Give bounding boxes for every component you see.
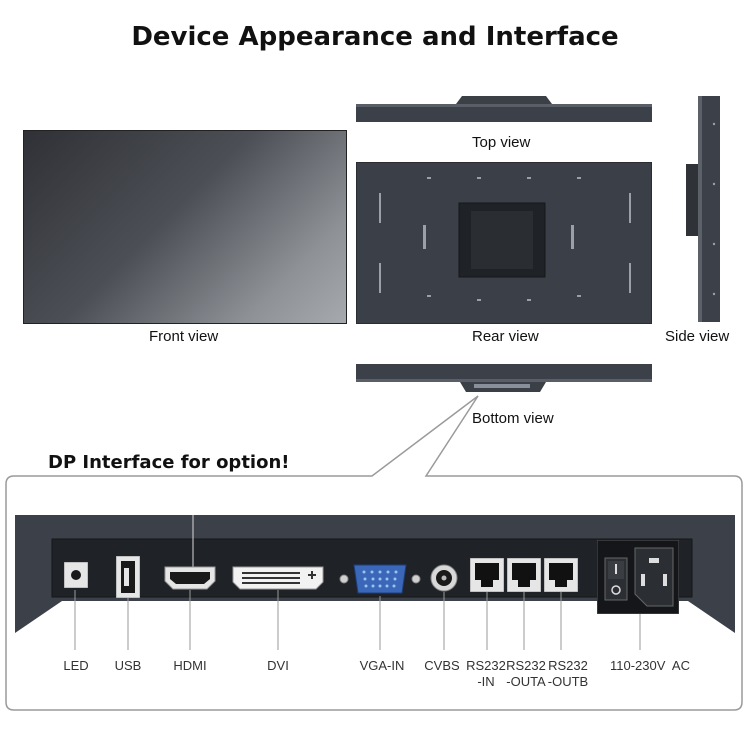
bottom-view-caption: Bottom view (472, 410, 554, 427)
side-view-panel (686, 96, 720, 322)
power-switch-icon (604, 557, 628, 601)
port-label-dvi: DVI (267, 658, 289, 673)
rj45-port-icon (507, 558, 541, 592)
rear-view-caption: Rear view (472, 328, 539, 345)
hdmi-port-icon (164, 566, 216, 590)
vga-port-icon (339, 564, 421, 594)
dvi-port-icon (232, 566, 324, 590)
bottom-view-panel (356, 364, 652, 392)
rear-mount-bracket (379, 177, 631, 301)
power-module (597, 540, 679, 614)
dp-interface-note: DP Interface for option! (48, 452, 290, 473)
usb-port-icon (116, 556, 140, 598)
port-label-rs232-in: RS232-IN (466, 658, 506, 689)
port-leader-lines (74, 590, 641, 650)
port-label-usb: USB (114, 658, 142, 673)
port-label-led: LED (63, 658, 89, 673)
port-label-cvbs: CVBS (424, 658, 460, 673)
port-label-power: 110-230V AC (610, 658, 690, 673)
front-view-caption: Front view (149, 328, 219, 345)
rj45-port-icon (470, 558, 504, 592)
port-label-hdmi: HDMI (173, 658, 207, 673)
port-label-rs232-outa: RS232-OUTA (506, 658, 546, 689)
callout-frame (5, 395, 743, 711)
rj45-port-icon (544, 558, 578, 592)
front-view-panel (23, 130, 347, 324)
ac-socket-icon (634, 547, 674, 607)
port-label-rs232-outb: RS232-OUTB (547, 658, 589, 689)
led-icon (64, 562, 88, 588)
top-view-panel (356, 96, 652, 122)
port-label-vga-in: VGA-IN (359, 658, 405, 673)
cvbs-port-icon (430, 564, 458, 592)
page-title: Device Appearance and Interface (131, 22, 619, 52)
side-view-caption: Side view (665, 328, 730, 345)
rear-view-panel (356, 162, 652, 324)
top-view-caption: Top view (472, 134, 531, 151)
